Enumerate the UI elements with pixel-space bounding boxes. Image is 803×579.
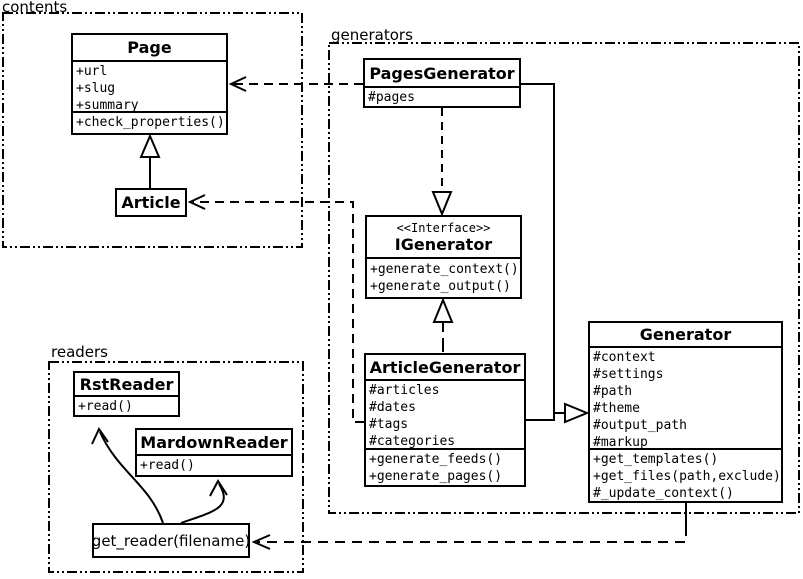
class-member: +read() <box>140 458 195 473</box>
class-member: +get_files(path,exclude) <box>593 469 781 484</box>
hollow-triangle-arrowhead <box>139 133 161 158</box>
open-arrowhead <box>187 194 206 210</box>
class-methods: +read() <box>137 456 291 475</box>
class-member: #theme <box>593 401 640 416</box>
generalization-to-generator <box>521 83 590 424</box>
open-arrowhead <box>251 534 271 550</box>
class-title: Generator <box>590 323 781 348</box>
dependency-pagesgenerator-to-page <box>228 76 363 92</box>
class-box-rstreader: RstReader +read() <box>73 371 180 417</box>
realization-pagesgenerator-to-igenerator <box>431 108 453 217</box>
class-member: +check_properties() <box>76 115 225 130</box>
class-box-pagesgenerator: PagesGenerator #pages <box>363 58 521 108</box>
class-methods: +generate_feeds() +generate_pages() <box>366 450 524 485</box>
dependency-generator-to-getreader <box>251 503 687 550</box>
arrow-getreader-to-mardownreader <box>180 479 228 524</box>
hollow-triangle-arrowhead <box>431 191 453 217</box>
class-methods: +get_templates() +get_files(path,exclude)… <box>590 450 781 501</box>
package-label-generators: generators <box>331 26 413 44</box>
function-label: get_reader(filename) <box>91 531 251 550</box>
class-box-article: Article <box>115 188 187 217</box>
hollow-triangle-arrowhead <box>432 297 454 323</box>
package-label-contents: contents <box>2 0 68 16</box>
hollow-triangle-arrowhead <box>564 402 590 424</box>
class-member: +slug <box>76 81 116 96</box>
class-title: MardownReader <box>137 430 291 456</box>
class-box-igenerator: <<Interface>> IGenerator +generate_conte… <box>365 215 522 299</box>
class-attributes: #context #settings #path #theme #output_path… <box>590 348 781 450</box>
class-title: Page <box>73 35 226 62</box>
class-box-articlegenerator: ArticleGenerator #articles #dates #tags #ca… <box>364 353 526 487</box>
class-attributes: +url +slug +summary <box>73 62 226 113</box>
arrow-getreader-to-rstreader <box>91 426 164 524</box>
function-box-get-reader: get_reader(filename) <box>92 523 250 558</box>
class-member: #settings <box>593 367 664 382</box>
class-member: #pages <box>368 90 415 105</box>
class-member: #categories <box>369 434 456 449</box>
class-member: #context <box>593 350 656 365</box>
class-attributes: #articles #dates #tags #categories <box>366 381 524 450</box>
interface-stereotype: <<Interface>> <box>396 220 491 235</box>
class-attributes: #pages <box>365 88 519 106</box>
realization-articlegenerator-to-igenerator <box>432 297 454 352</box>
open-arrowhead <box>209 479 228 497</box>
class-methods: +generate_context() +generate_output() <box>367 259 520 297</box>
class-title: RstReader <box>75 373 178 397</box>
class-member: #markup <box>593 435 648 450</box>
class-member: +get_templates() <box>593 452 719 467</box>
class-member: +generate_pages() <box>369 469 503 484</box>
package-label-readers: readers <box>51 343 108 361</box>
class-member: #tags <box>369 417 409 432</box>
package-border-readers <box>48 361 304 573</box>
generalization-article-to-page <box>139 133 161 188</box>
package-border-contents <box>2 12 303 248</box>
package-border-generators <box>328 42 800 514</box>
class-member: +generate_context() <box>370 262 519 277</box>
class-member: #output_path <box>593 418 687 433</box>
class-methods: +read() <box>75 397 178 415</box>
class-box-page: Page +url +slug +summary +check_properties… <box>71 33 228 135</box>
open-arrowhead <box>228 76 247 92</box>
class-member: +summary <box>76 98 139 113</box>
class-title: ArticleGenerator <box>366 355 524 381</box>
class-member: +generate_feeds() <box>369 452 503 467</box>
class-member: #_update_context() <box>593 486 734 501</box>
class-member: +generate_output() <box>370 279 511 294</box>
class-member: +url <box>76 64 108 79</box>
class-title: <<Interface>> IGenerator <box>367 217 520 259</box>
class-title: PagesGenerator <box>365 60 519 88</box>
class-title: Article <box>121 193 181 212</box>
open-arrowhead <box>91 426 109 445</box>
class-member: #articles <box>369 383 440 398</box>
class-member: #dates <box>369 400 416 415</box>
dependency-articlegenerator-to-article <box>187 194 364 423</box>
class-methods: +check_properties() <box>73 113 226 133</box>
class-name: IGenerator <box>394 234 493 254</box>
class-member: +read() <box>78 399 133 414</box>
class-box-generator: Generator #context #settings #path #theme #o… <box>588 321 783 503</box>
class-box-mardownreader: MardownReader +read() <box>135 428 293 477</box>
class-member: #path <box>593 384 633 399</box>
